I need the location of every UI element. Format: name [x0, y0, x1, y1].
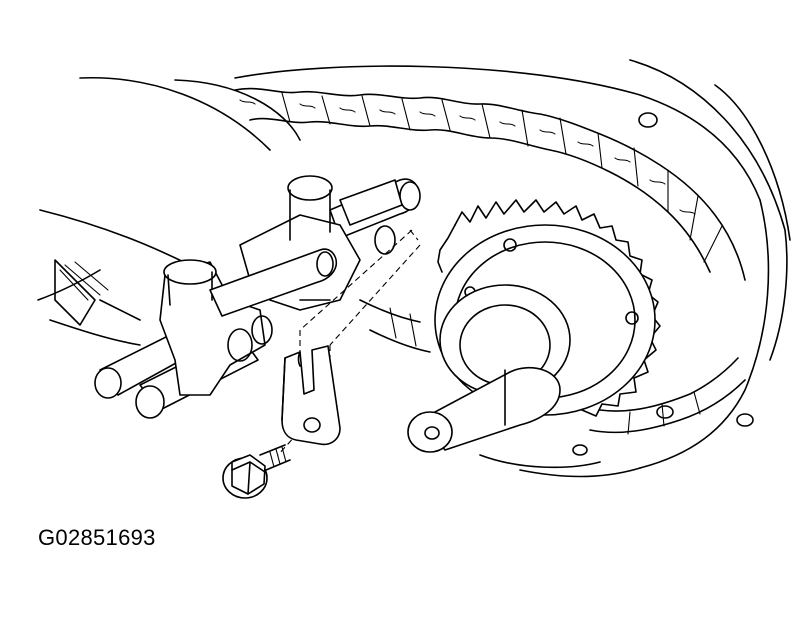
bolt — [222, 444, 291, 499]
drive-chain — [234, 87, 746, 435]
transfer-case-housing — [37, 59, 791, 478]
lock-plate — [281, 345, 341, 446]
output-shaft — [407, 284, 571, 453]
figure-code: G02851693 — [38, 525, 156, 550]
shift-fork-assembly — [94, 175, 421, 419]
